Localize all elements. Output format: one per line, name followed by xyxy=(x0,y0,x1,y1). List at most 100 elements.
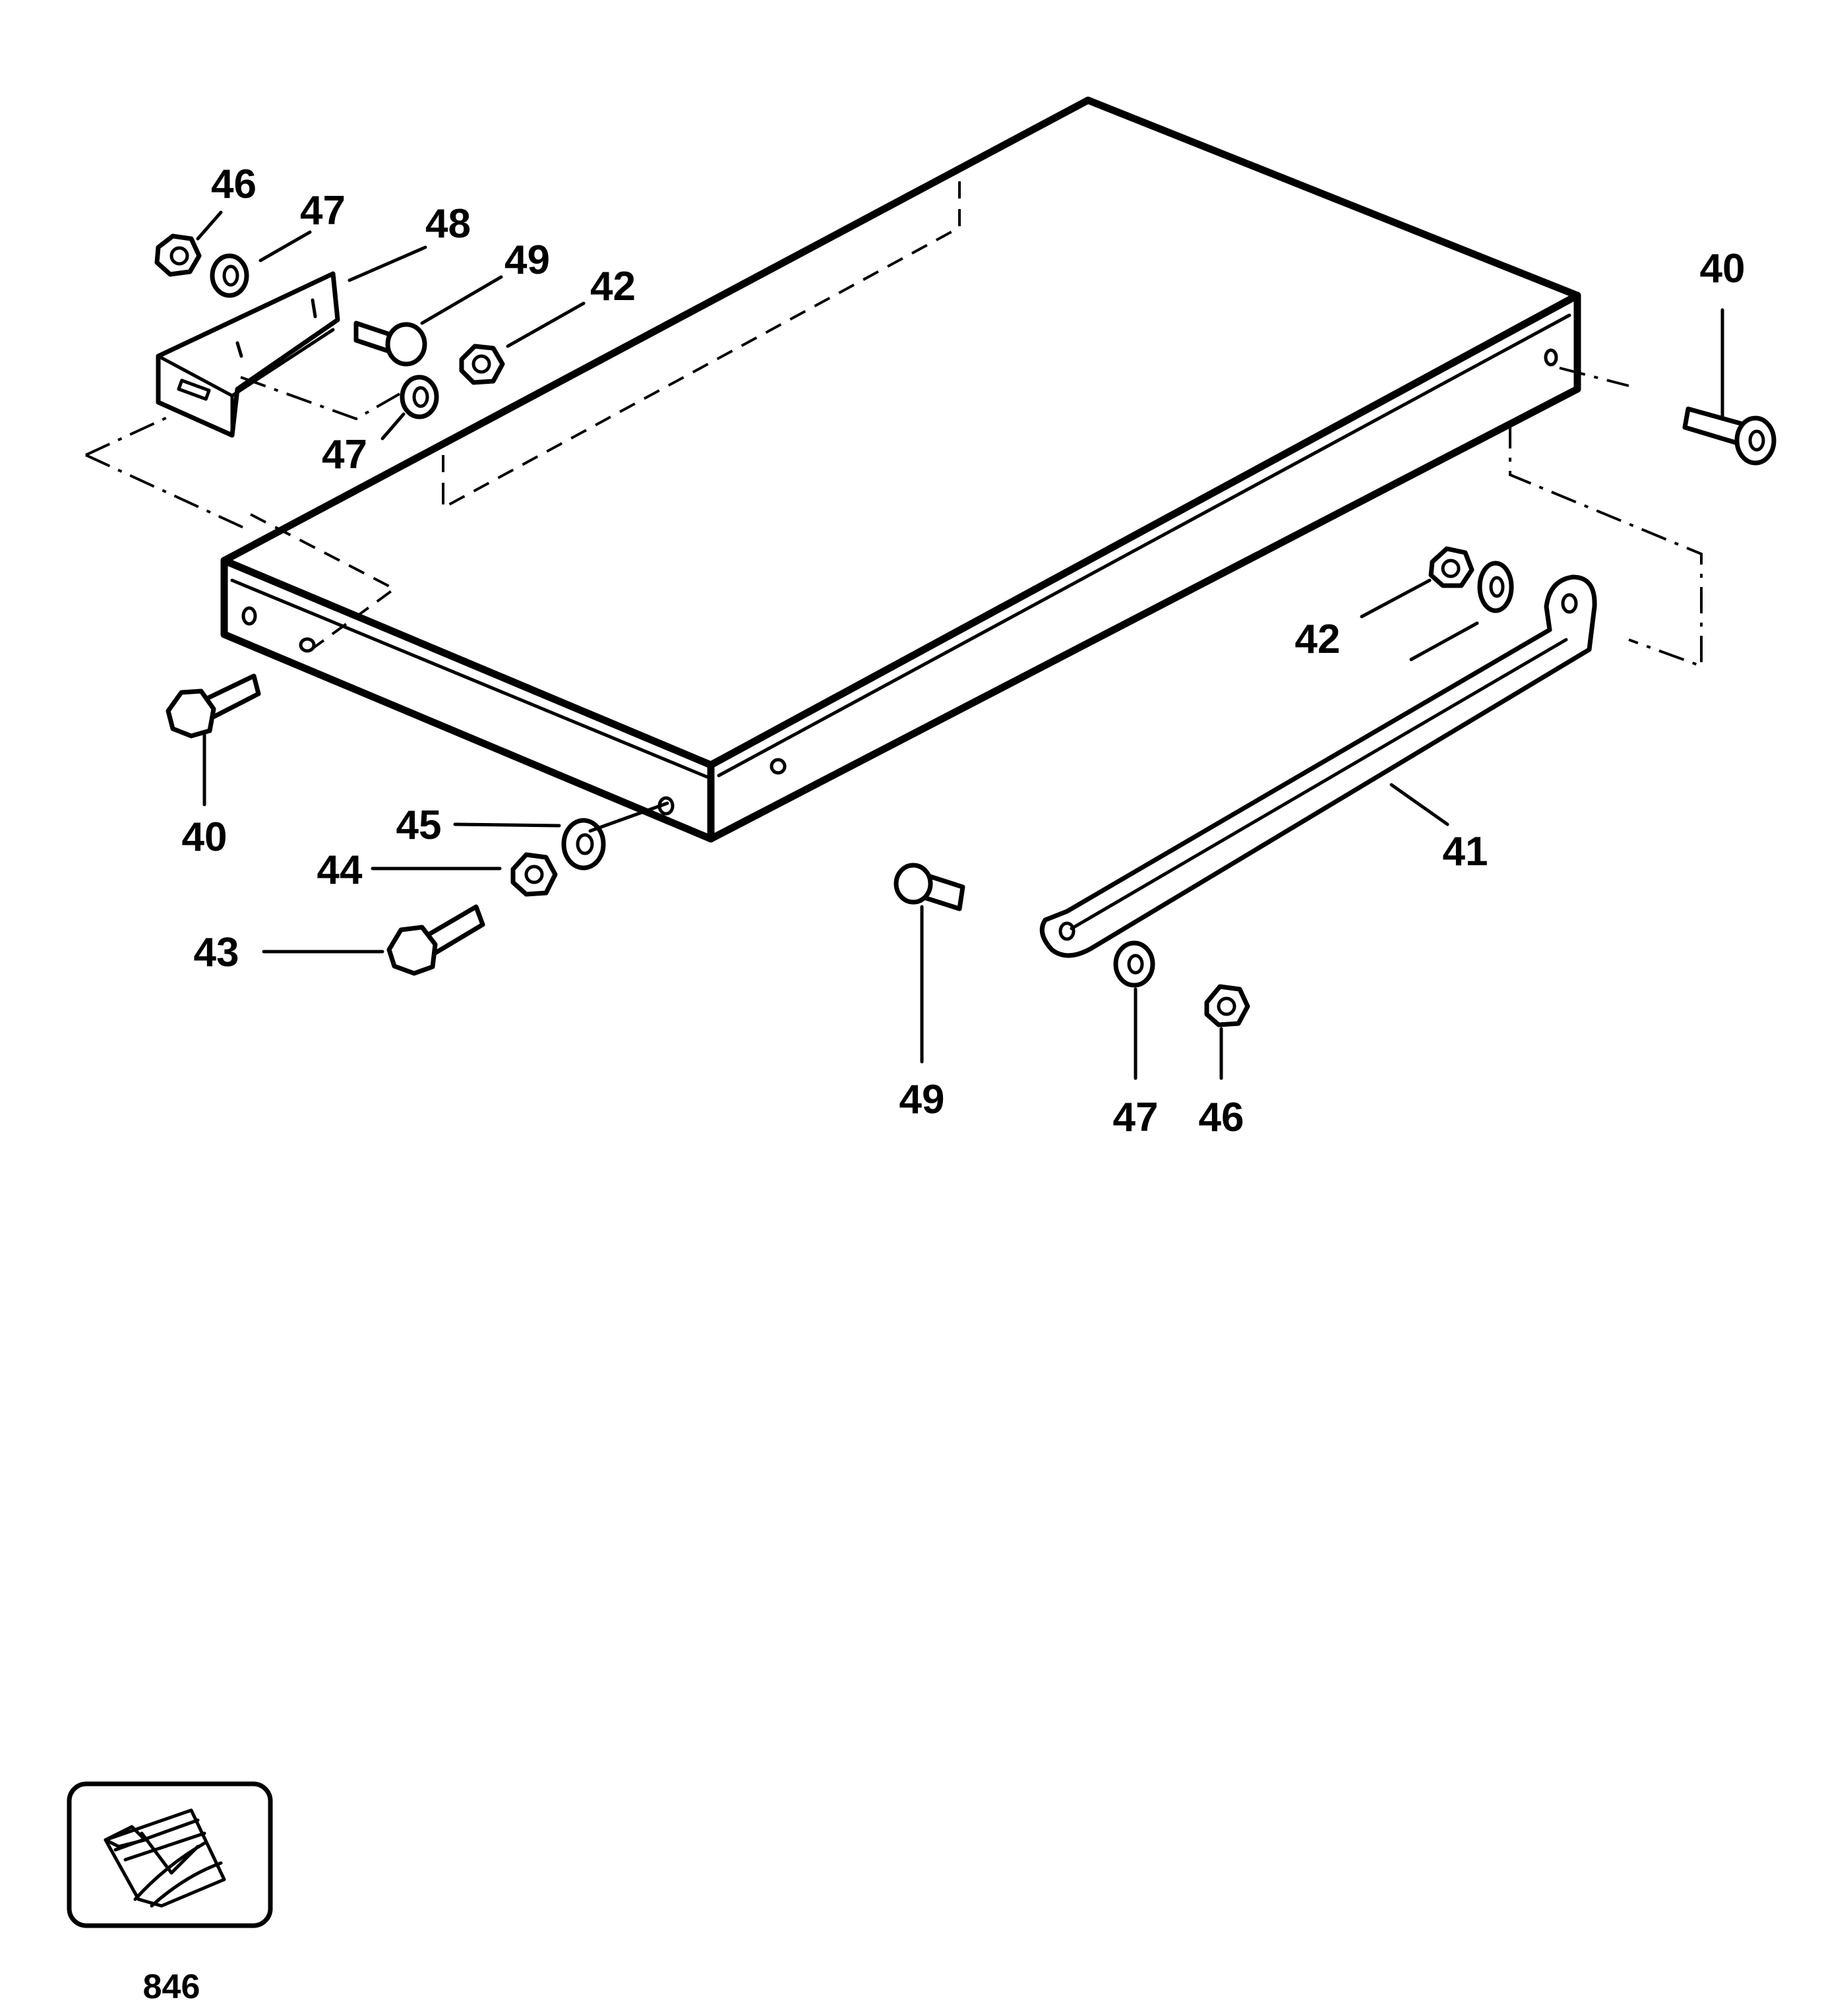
alignment-line xyxy=(1559,367,1629,387)
bolt-40-left xyxy=(166,673,261,739)
bag-icon xyxy=(104,1808,226,1908)
washer-icon xyxy=(400,375,439,419)
washer-bore xyxy=(412,386,429,408)
leader-46-a xyxy=(196,210,223,241)
nut-46-upper xyxy=(154,233,202,277)
callout-46: 46 xyxy=(1199,1095,1244,1140)
bracket-edge xyxy=(230,328,335,398)
hex-nut-icon xyxy=(510,852,558,897)
bolt-49-upper xyxy=(353,321,427,367)
bolt-40-right xyxy=(1682,406,1776,466)
bolt-hex-head xyxy=(166,688,216,739)
washer-icon xyxy=(210,253,249,298)
bevel-line-side xyxy=(717,313,1571,778)
nut-bore xyxy=(169,246,189,266)
nut-42-upper xyxy=(459,344,505,385)
leader-42-a xyxy=(506,301,586,348)
nut-bore xyxy=(1441,559,1461,578)
washer-icon xyxy=(561,818,606,871)
washer-icon xyxy=(1113,940,1155,988)
washer-bore xyxy=(222,264,239,287)
nut-46-lower xyxy=(1204,984,1250,1027)
hole xyxy=(299,637,316,653)
hardware-kit: 846 xyxy=(67,1781,273,2006)
alignment-line xyxy=(240,376,403,421)
hole xyxy=(1544,348,1558,367)
leader-49-a xyxy=(420,275,503,325)
leader-lines xyxy=(196,210,1724,1080)
nut-44 xyxy=(510,852,558,897)
support-arm xyxy=(1039,574,1597,958)
bolt-49-lower xyxy=(894,863,965,911)
washer-bore xyxy=(1127,954,1144,975)
callout-46: 46 xyxy=(211,162,257,207)
callout-41: 41 xyxy=(1443,829,1488,874)
callout-48: 48 xyxy=(425,201,471,247)
bracket-slot-mark xyxy=(311,298,317,319)
callout-49: 49 xyxy=(899,1077,945,1122)
callout-47: 47 xyxy=(300,188,346,233)
callout-49: 49 xyxy=(504,237,550,283)
washer-bore xyxy=(576,833,594,855)
washer-45 xyxy=(561,818,606,871)
nut-bore xyxy=(471,354,491,374)
bracket-body xyxy=(156,271,340,438)
support-arm-body xyxy=(1039,574,1597,958)
bevel-line-front xyxy=(230,578,709,779)
bolt-head xyxy=(385,322,427,367)
alignment-line xyxy=(1509,422,1703,668)
callout-labels: 46 47 48 49 42 47 40 42 40 45 44 43 41 4… xyxy=(182,162,1746,1140)
callout-47: 47 xyxy=(1113,1095,1159,1140)
arm-hole xyxy=(1058,921,1076,941)
hex-nut-icon xyxy=(459,344,505,385)
bolt-hex-head xyxy=(386,925,438,976)
nut-42-right xyxy=(1428,546,1474,588)
washer-right xyxy=(1477,561,1514,613)
hidden-edge xyxy=(250,513,397,656)
bolt-43 xyxy=(386,904,485,976)
bracket-slot-mark xyxy=(235,341,243,358)
bracket-slot xyxy=(177,379,211,401)
alignment-line xyxy=(85,454,251,532)
kit-part-number: 846 xyxy=(143,1968,200,2006)
callout-42: 42 xyxy=(1295,617,1341,662)
leader-48 xyxy=(348,245,427,282)
bolt-head xyxy=(1734,415,1776,466)
nut-bore xyxy=(524,865,544,884)
leader-45 xyxy=(453,822,561,828)
callout-40: 40 xyxy=(182,814,228,860)
support-arm-edge xyxy=(1070,638,1568,931)
hidden-edge xyxy=(442,181,961,510)
hole xyxy=(241,606,257,626)
washer-bore xyxy=(1489,576,1505,598)
washer-icon xyxy=(1477,561,1514,613)
callout-40: 40 xyxy=(1700,246,1746,291)
leader-42-b xyxy=(1360,578,1432,619)
callout-45: 45 xyxy=(396,803,442,848)
callout-42: 42 xyxy=(590,264,636,309)
bracket-edge xyxy=(156,354,234,398)
table-side-skirt xyxy=(707,291,1581,843)
hex-nut-icon xyxy=(1428,546,1474,588)
bolt-head xyxy=(894,863,933,905)
washer-47-middle xyxy=(400,375,439,419)
table-top xyxy=(220,96,1581,843)
mounting-bracket xyxy=(156,271,340,438)
callout-47: 47 xyxy=(322,432,367,477)
alignment-line xyxy=(85,414,172,456)
leader-47-b xyxy=(380,412,406,441)
callout-43: 43 xyxy=(194,930,239,975)
hex-nut-icon xyxy=(154,233,202,277)
callout-44: 44 xyxy=(317,847,363,893)
kit-box xyxy=(67,1781,273,1928)
hole xyxy=(770,758,787,775)
washer-47-lower xyxy=(1113,940,1155,988)
hex-nut-icon xyxy=(1204,984,1250,1027)
leader-42-b-washer xyxy=(1409,621,1479,661)
leader-41 xyxy=(1389,783,1449,826)
arm-hole xyxy=(1561,593,1578,614)
bolt-recess xyxy=(1748,429,1765,452)
leader-45-to-table xyxy=(588,801,669,833)
nut-bore xyxy=(1217,996,1236,1016)
